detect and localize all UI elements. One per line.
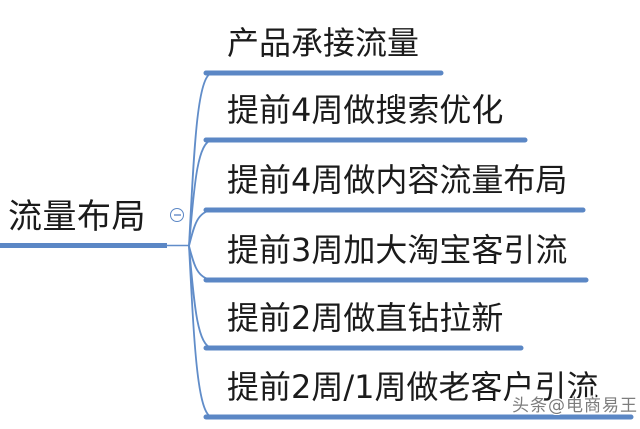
branch-topic-label-5[interactable]: 提前2周做直钻拉新 <box>227 299 504 337</box>
branch-topic-label-2[interactable]: 提前4周做搜索优化 <box>227 91 504 129</box>
minus-icon <box>173 214 181 216</box>
root-topic-label[interactable]: 流量布局 <box>8 197 146 237</box>
collapse-button[interactable] <box>170 208 184 222</box>
watermark: 头条@电商易王 <box>512 396 638 416</box>
branch-connector-curve-1 <box>188 72 213 247</box>
branch-connector-curve-6 <box>188 245 213 418</box>
branch-topic-label-3[interactable]: 提前4周做内容流量布局 <box>227 161 568 199</box>
branch-topic-label-6[interactable]: 提前2周/1周做老客户引流 <box>227 368 599 406</box>
branch-topic-label-1[interactable]: 产品承接流量 <box>227 24 420 62</box>
branch-topic-label-4[interactable]: 提前3周加大淘宝客引流 <box>227 231 568 269</box>
